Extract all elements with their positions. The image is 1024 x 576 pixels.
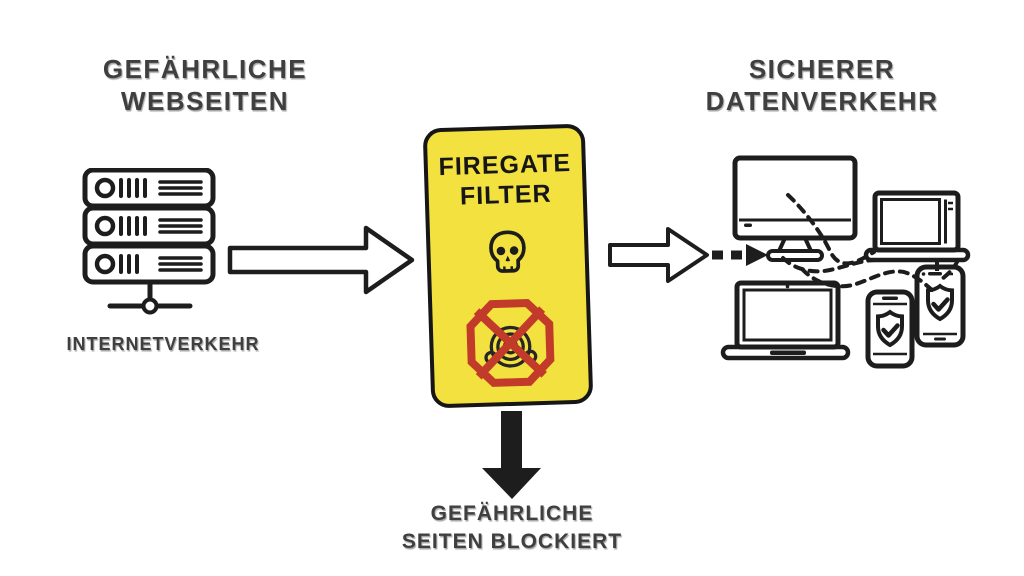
left-section-title: GEFÄHRLICHE WEBSEITEN [50, 53, 360, 117]
firegate-filter-box: FIREGATE FILTER [422, 123, 594, 409]
server-caption: INTERNETVERKEHR [66, 334, 260, 354]
smartphone-shield-icon [865, 289, 915, 369]
right-section-title: SICHERER DATENVERKEHR [667, 53, 977, 117]
laptop-icon [720, 280, 851, 361]
dashed-arrow-right-icon [712, 244, 768, 266]
bottom-caption: GEFÄHRLICHE SEITEN BLOCKIERT [357, 500, 667, 556]
filter-title-line1: FIREGATE [438, 148, 572, 182]
left-title-line2: WEBSEITEN [120, 86, 290, 116]
left-title-line1: GEFÄHRLICHE [102, 54, 308, 84]
solid-arrow-down-icon [482, 411, 541, 499]
bottom-caption-line1: GEFÄHRLICHE [430, 502, 594, 525]
filter-title-line2: FILTER [459, 179, 552, 211]
bottom-caption-line2: SEITEN BLOCKIERT [401, 530, 623, 553]
right-title-line2: DATENVERKEHR [705, 86, 939, 116]
smartphone-shield-icon [914, 264, 966, 348]
outline-arrow-right-icon [227, 225, 415, 295]
blocked-sign-icon [466, 299, 555, 387]
outline-arrow-right-icon [608, 227, 709, 283]
skull-icon [489, 230, 526, 273]
filter-box-title: FIREGATE FILTER [438, 148, 572, 212]
secure-devices-group [712, 155, 971, 369]
laptop-icon [863, 190, 971, 271]
right-title-line1: SICHERER [748, 54, 896, 84]
desktop-monitor-icon [732, 155, 858, 262]
server-rack-icon [82, 168, 216, 315]
